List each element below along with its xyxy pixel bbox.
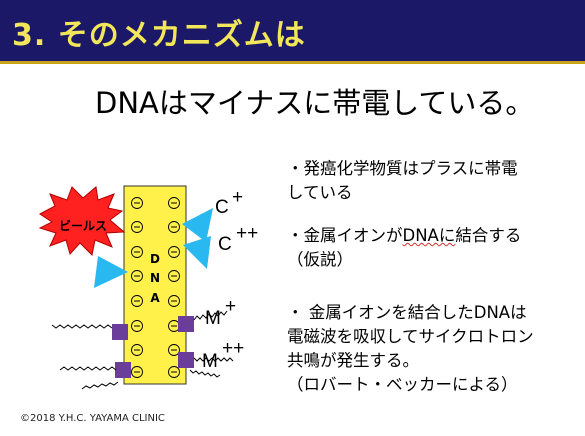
bullet-line: （ロバート・ベッカーによる） <box>287 375 518 394</box>
title-bar: 3. そのメカニズムは <box>0 0 585 64</box>
bullet-line: ・ 金属イオンを結合したDNAは <box>287 303 527 322</box>
metal-ion <box>112 324 128 340</box>
ion-base: C <box>218 234 232 255</box>
virus-burst <box>38 186 126 257</box>
carcinogen-triangle <box>182 208 213 242</box>
em-wave <box>193 357 234 362</box>
metal-ion <box>115 362 131 378</box>
ion-base: M <box>205 308 221 329</box>
dna-letter: N <box>150 271 160 285</box>
ion-charge: + <box>232 187 243 208</box>
minus-charges <box>131 197 180 378</box>
slide-title: 3. そのメカニズムは <box>12 18 306 53</box>
copyright: ©2018 Y.H.C. YAYAMA CLINIC <box>20 413 165 424</box>
bullet-text: 結合する <box>455 226 522 245</box>
bullet-line: している <box>287 183 353 202</box>
bullet-line: （仮説） <box>287 250 353 269</box>
em-wave <box>51 324 113 329</box>
slide-subtitle: DNAはマイナスに帯電している。 <box>95 86 535 120</box>
ion-base: M <box>202 351 218 372</box>
bullet-cyclotron: ・ 金属イオンを結合したDNAは 電磁波を吸収してサイクロトロン 共鳴が発生する… <box>287 301 534 397</box>
em-wave <box>189 369 221 378</box>
ion-base: C <box>215 197 229 218</box>
bullet-metal-ion: ・金属イオンがDNAに結合する （仮説） <box>287 224 521 272</box>
em-waves <box>51 310 234 390</box>
em-wave <box>193 310 228 321</box>
dna-letter: D <box>150 252 160 266</box>
bullet-line: 共鳴が発生する。 <box>287 351 419 370</box>
bullet-carcinogen: ・発癌化学物質はプラスに帯電 している <box>287 157 518 205</box>
bullet-line: ・発癌化学物質はプラスに帯電 <box>287 159 518 178</box>
metal-ion <box>178 352 194 368</box>
ion-charge: + <box>225 296 236 317</box>
bullet-underlined-text: DNAに <box>402 226 456 245</box>
dna-letter: A <box>150 291 160 305</box>
carcinogen-triangle <box>94 256 128 288</box>
ion-charge: ++ <box>222 338 244 359</box>
bullet-text: ・金属イオンが <box>287 226 403 245</box>
virus-label: ビールス <box>59 218 107 233</box>
bullet-line: 電磁波を吸収してサイクロトロン <box>287 327 534 346</box>
em-wave <box>59 366 117 371</box>
em-wave <box>81 381 119 390</box>
carcinogen-triangle <box>183 236 211 269</box>
metal-ion <box>178 316 194 332</box>
ion-charge: ++ <box>236 223 258 244</box>
bullet-line: ・金属イオンがDNAに結合する <box>287 224 521 248</box>
